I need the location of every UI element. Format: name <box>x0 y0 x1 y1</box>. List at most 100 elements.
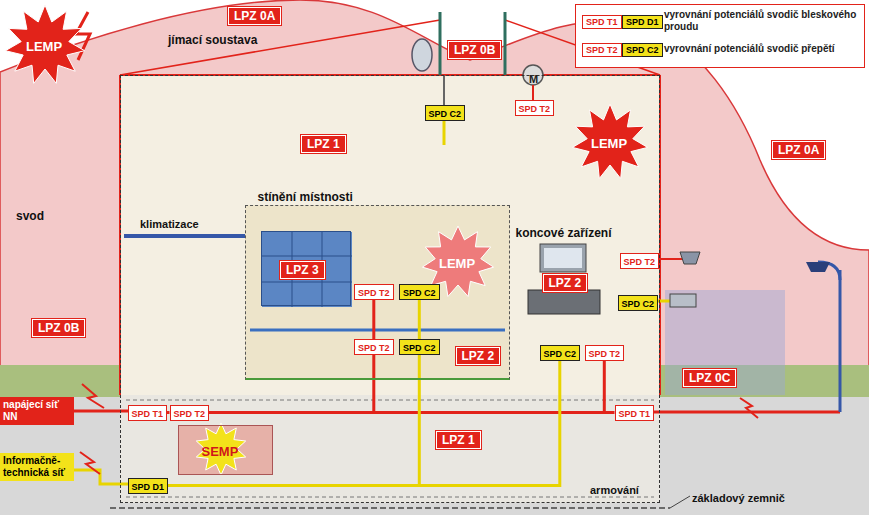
shielded-room: stínění místnostiLPZ 2LPZ 3SPD T2SPD C2S… <box>245 205 510 380</box>
spd-box: SPD T2 <box>515 100 555 116</box>
zone-0c-area <box>665 290 785 395</box>
text-holder: LEMP <box>439 254 475 272</box>
zone-heading: stínění místnosti <box>258 190 353 204</box>
text-holder: základový zemnič <box>692 488 785 506</box>
lemp-burst <box>5 5 84 83</box>
zone-label: LPZ 2 <box>543 274 588 292</box>
legend-box: vyrovnání potenciálů svodič bleskového p… <box>575 4 865 68</box>
text-holder: LEMP <box>26 37 62 55</box>
spd-box: SPD T2 <box>354 339 394 355</box>
part-name: svod <box>16 209 44 223</box>
zone-label: LPZ 0B <box>32 319 85 337</box>
spd-code: SPD C2 <box>544 348 577 360</box>
spd-box: SPD C2 <box>425 105 466 121</box>
text-holder: koncové zařízení <box>516 223 612 241</box>
connector <box>168 355 419 486</box>
text-holder: jímací soustava <box>168 30 257 48</box>
network-label: napájecí síť NN <box>0 397 74 425</box>
rack-line <box>262 256 352 257</box>
legend-text: vyrovnání potenciálů svodič přepětí <box>664 43 859 55</box>
lemp-burst <box>572 104 647 179</box>
zone-heading: koncové zařízení <box>516 226 612 240</box>
spd-code: SPD C2 <box>622 298 655 310</box>
spd-code: SPD T2 <box>589 348 621 360</box>
connector <box>372 300 375 339</box>
part-name: jímací soustava <box>168 33 257 47</box>
antenna-cable <box>443 120 446 145</box>
text-holder: napájecí síť NN <box>0 397 74 425</box>
spd-code: SPD D1 <box>132 481 165 493</box>
raised-floor <box>250 329 505 332</box>
semp-box: SEMP <box>178 425 273 475</box>
server-rack: LPZ 3 <box>261 231 351 306</box>
terminal-device: koncové zařízeníLPZ 2 <box>520 240 605 318</box>
monitor <box>540 244 586 272</box>
text-holder: M <box>529 69 538 87</box>
text-holder: LPZ 0A <box>772 140 825 159</box>
text-holder: stínění místnosti <box>258 187 353 205</box>
part-name: klimatizace <box>140 218 199 231</box>
text-holder: SPD T2 <box>582 39 622 57</box>
zone-label: LPZ 1 <box>436 431 481 449</box>
building-fill <box>120 75 660 395</box>
air-terminal-mast <box>504 12 507 75</box>
zone-label: LPZ 3 <box>280 261 325 279</box>
legend-sample: SPD C2 <box>622 43 663 57</box>
room-fill <box>245 205 510 380</box>
text-holder: LPZ 1 <box>301 134 346 153</box>
foundation-earth <box>110 507 670 509</box>
lemp-label: LEMP <box>439 256 475 271</box>
text-holder: LPZ 0B <box>32 318 85 337</box>
lightning-bolt <box>740 398 758 418</box>
klimatizace-pipe <box>124 234 245 238</box>
server-rack <box>262 232 352 307</box>
zone-label: LPZ 0C <box>683 369 736 387</box>
zone-label: LPZ 2 <box>456 347 501 365</box>
text-holder: svod <box>16 206 44 224</box>
text-holder: LPZ 3 <box>280 260 325 279</box>
spd-code: SPD T2 <box>519 103 551 115</box>
text-holder: LPZ 0A <box>228 6 281 25</box>
text-holder: LPZ 2 <box>456 346 501 365</box>
zone-label: LPZ 0A <box>772 141 825 159</box>
text-holder: LPZ 0C <box>683 368 736 387</box>
lightning-bolt <box>80 452 100 474</box>
spd-box: SPD D1 <box>128 478 169 494</box>
text-holder: LEMP <box>591 134 627 152</box>
air-terminal-wire <box>120 20 440 75</box>
spd-box: SPD T1 <box>615 405 655 421</box>
zone-label: LPZ 1 <box>301 135 346 153</box>
text-holder: LPZ 0B <box>448 40 501 59</box>
grass-left <box>0 365 120 397</box>
spd-code: SPD T2 <box>624 256 656 268</box>
spd-box: SPD C2 <box>540 345 581 361</box>
spd-code: SPD T1 <box>132 408 164 420</box>
foundation-earth <box>670 496 690 508</box>
motor-wire <box>532 85 534 100</box>
air-terminal-mast <box>439 12 442 75</box>
spd-code: SPD C2 <box>403 342 436 354</box>
text-holder: vyrovnání potenciálů svodič bleskového p… <box>664 9 859 34</box>
zone-label: LPZ 0B <box>448 41 501 59</box>
part-name: armování <box>590 484 639 497</box>
street-lamp <box>806 262 830 272</box>
legend-sample: SPD T1 <box>582 15 622 29</box>
spd-box: SPD C2 <box>618 295 659 311</box>
reinforcement <box>126 400 654 401</box>
connector <box>209 361 604 413</box>
text-holder: Informačně-technická síť <box>0 453 74 481</box>
reinforcement <box>126 497 654 498</box>
text-holder: SPD T1 <box>582 11 622 29</box>
legend-sample: SPD D1 <box>622 15 663 29</box>
zone-label: SEMP <box>202 444 239 459</box>
text-holder: LPZ 2 <box>543 273 588 292</box>
spd-code: SPD T2 <box>358 287 390 299</box>
part-name: základový zemnič <box>692 492 785 505</box>
motor-label: M <box>529 73 538 86</box>
camera <box>670 294 696 307</box>
spd-box: SPD T2 <box>170 405 210 421</box>
lemp-label: LEMP <box>591 136 627 151</box>
